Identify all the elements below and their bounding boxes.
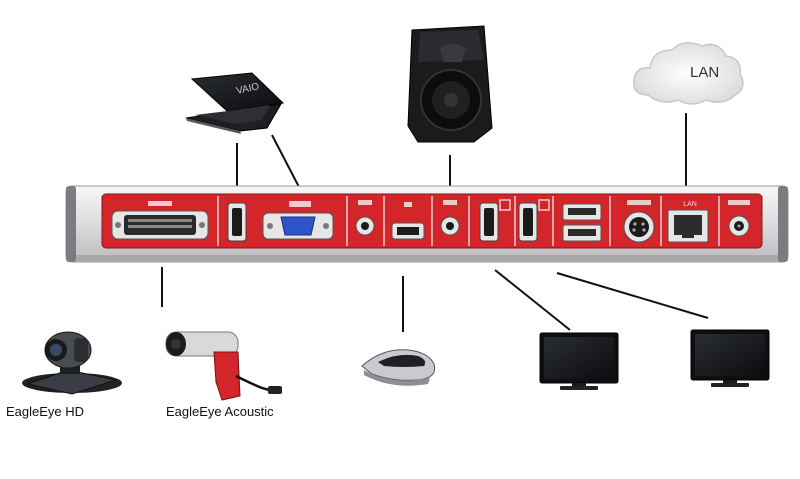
line-monitor1-hdmi (494, 269, 571, 331)
eagleeye-hd-label: EagleEye HD (6, 404, 85, 419)
lan-port[interactable]: LAN (667, 201, 709, 243)
chassis-right-cap (778, 186, 788, 262)
speaker-out-jack[interactable] (440, 200, 460, 236)
port-lan-text: LAN (683, 201, 697, 208)
monitor-icon (539, 332, 619, 390)
cloud-icon (633, 42, 744, 105)
codec-chassis: LAN (65, 185, 789, 263)
monitor-icon (690, 329, 770, 387)
laptop-brand-text: VAIO (235, 81, 260, 97)
acoustic-camera-icon (165, 331, 282, 401)
panel-dividers (217, 196, 720, 246)
camera-port[interactable] (111, 201, 209, 240)
line-monitor2-hdmi (556, 272, 709, 319)
mic-port[interactable] (391, 202, 425, 240)
laptop-icon: VAIO (185, 72, 285, 134)
connection-lines (161, 113, 709, 332)
speaker-icon (407, 25, 493, 143)
camera-icon (22, 331, 122, 395)
hdmi-out-1-port[interactable] (479, 199, 511, 242)
lan-label: LAN (690, 64, 720, 81)
chassis-left-cap (66, 186, 76, 262)
line-laptop-vga (271, 134, 300, 188)
eagleeye-acoustic-label: EagleEye Acoustic (166, 404, 274, 419)
microphone-icon (361, 349, 436, 386)
hdmi-out-2-port[interactable] (518, 199, 550, 242)
power-jack[interactable] (728, 200, 750, 237)
hdmi-in-port[interactable] (227, 202, 247, 242)
usb-ports[interactable] (562, 203, 602, 242)
audio-out-jack[interactable] (355, 200, 375, 236)
vga-port[interactable] (262, 201, 334, 240)
chassis-bottom-edge (76, 255, 778, 261)
minidin-port[interactable] (623, 200, 655, 243)
